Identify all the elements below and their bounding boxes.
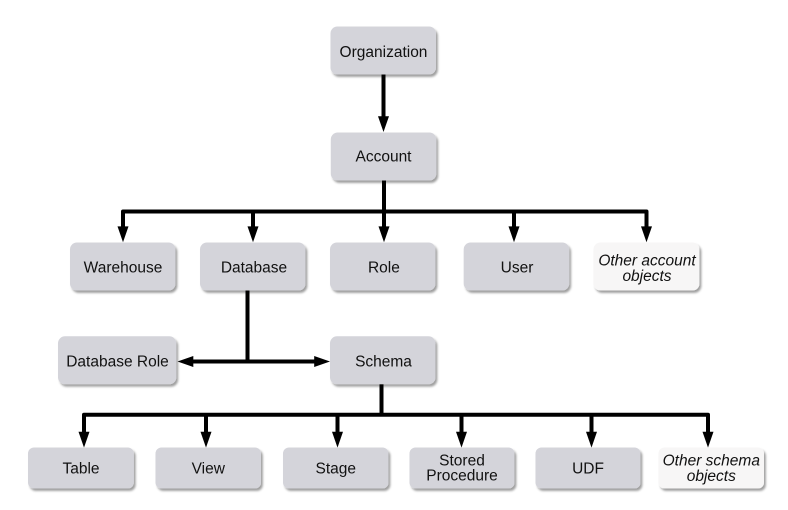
svg-text:Warehouse: Warehouse — [84, 260, 163, 277]
svg-text:objects: objects — [622, 268, 671, 285]
svg-text:objects: objects — [687, 468, 736, 485]
svg-text:Other schema: Other schema — [663, 453, 761, 470]
svg-text:Database: Database — [221, 260, 287, 277]
svg-text:UDF: UDF — [572, 460, 604, 477]
svg-text:Database Role: Database Role — [66, 353, 169, 370]
svg-text:Organization: Organization — [340, 44, 428, 61]
svg-text:Schema: Schema — [355, 353, 412, 370]
svg-text:Account: Account — [355, 149, 412, 166]
svg-text:Stage: Stage — [316, 460, 357, 477]
svg-text:Stored: Stored — [439, 453, 485, 470]
svg-text:Table: Table — [62, 460, 99, 477]
svg-text:User: User — [501, 260, 534, 277]
svg-text:Other account: Other account — [598, 253, 696, 270]
svg-text:View: View — [192, 460, 226, 477]
svg-text:Role: Role — [368, 260, 400, 277]
svg-text:Procedure: Procedure — [426, 468, 498, 485]
